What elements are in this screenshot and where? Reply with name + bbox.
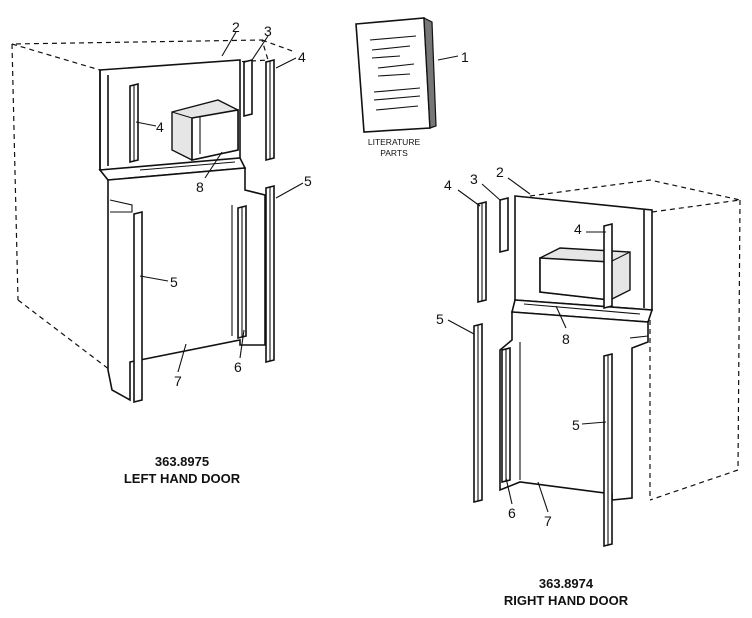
literature-label: LITERATURE — [368, 137, 421, 147]
left-lower-liner — [107, 167, 266, 402]
left-hand-door-assembly: 2 3 4 4 8 5 5 6 7 363.8975 LEFT HAND DOO… — [11, 19, 312, 486]
left-callout-2: 2 — [232, 19, 240, 35]
right-callout-8: 8 — [562, 331, 570, 347]
right-callout-7: 7 — [544, 513, 552, 529]
right-lower-liner — [499, 311, 649, 501]
parts-label: PARTS — [380, 148, 408, 158]
literature-callout-1: 1 — [461, 49, 469, 65]
left-callout-5-inner: 5 — [170, 274, 178, 290]
left-callout-4-inner: 4 — [156, 119, 164, 135]
right-callout-3: 3 — [470, 171, 478, 187]
left-liner-strip-5 — [133, 210, 143, 404]
right-callout-numbers: 4 3 2 4 5 8 5 6 7 — [436, 164, 582, 529]
right-callout-5-left: 5 — [436, 311, 444, 327]
left-freezer-box — [171, 99, 239, 161]
left-callout-3: 3 — [264, 23, 272, 39]
left-strip-4-right — [265, 58, 275, 162]
right-leader-lines — [447, 177, 607, 513]
literature-booklet: 1 LITERATURE PARTS — [355, 17, 469, 158]
left-door-title: LEFT HAND DOOR — [124, 471, 241, 486]
left-callout-7: 7 — [174, 373, 182, 389]
right-breaker-strip-6 — [501, 346, 511, 484]
right-strip-5-inner — [603, 352, 613, 548]
right-strip-5-left — [473, 322, 483, 504]
right-callout-6: 6 — [508, 505, 516, 521]
left-model-number: 363.8975 — [155, 454, 209, 469]
left-breaker-strip-6 — [237, 204, 247, 340]
left-strip-3 — [243, 58, 253, 118]
left-callout-8: 8 — [196, 179, 204, 195]
right-freezer-box — [539, 247, 631, 301]
left-callout-5-right: 5 — [304, 173, 312, 189]
left-leader-lines — [135, 31, 304, 373]
left-caption: 363.8975 LEFT HAND DOOR — [124, 454, 241, 486]
left-callout-numbers: 2 3 4 4 8 5 5 6 7 — [156, 19, 312, 389]
left-strip-5-right — [265, 184, 275, 364]
right-callout-4-left: 4 — [444, 177, 452, 193]
right-hand-door-assembly: 4 3 2 4 5 8 5 6 7 363.8974 RIGHT HAND DO… — [436, 164, 741, 608]
right-callout-5-inner: 5 — [572, 417, 580, 433]
right-callout-4-inner: 4 — [574, 221, 582, 237]
right-caption: 363.8974 RIGHT HAND DOOR — [504, 576, 629, 608]
right-strip-3 — [499, 196, 509, 254]
left-callout-4-top: 4 — [298, 49, 306, 65]
right-callout-2: 2 — [496, 164, 504, 180]
left-liner-strip-upper — [129, 82, 139, 164]
right-model-number: 363.8974 — [539, 576, 594, 591]
right-strip-4-inner — [603, 222, 613, 310]
left-cabinet-outline — [11, 39, 296, 371]
left-callout-6: 6 — [234, 359, 242, 375]
right-strip-4-left — [477, 200, 487, 304]
right-door-title: RIGHT HAND DOOR — [504, 593, 629, 608]
